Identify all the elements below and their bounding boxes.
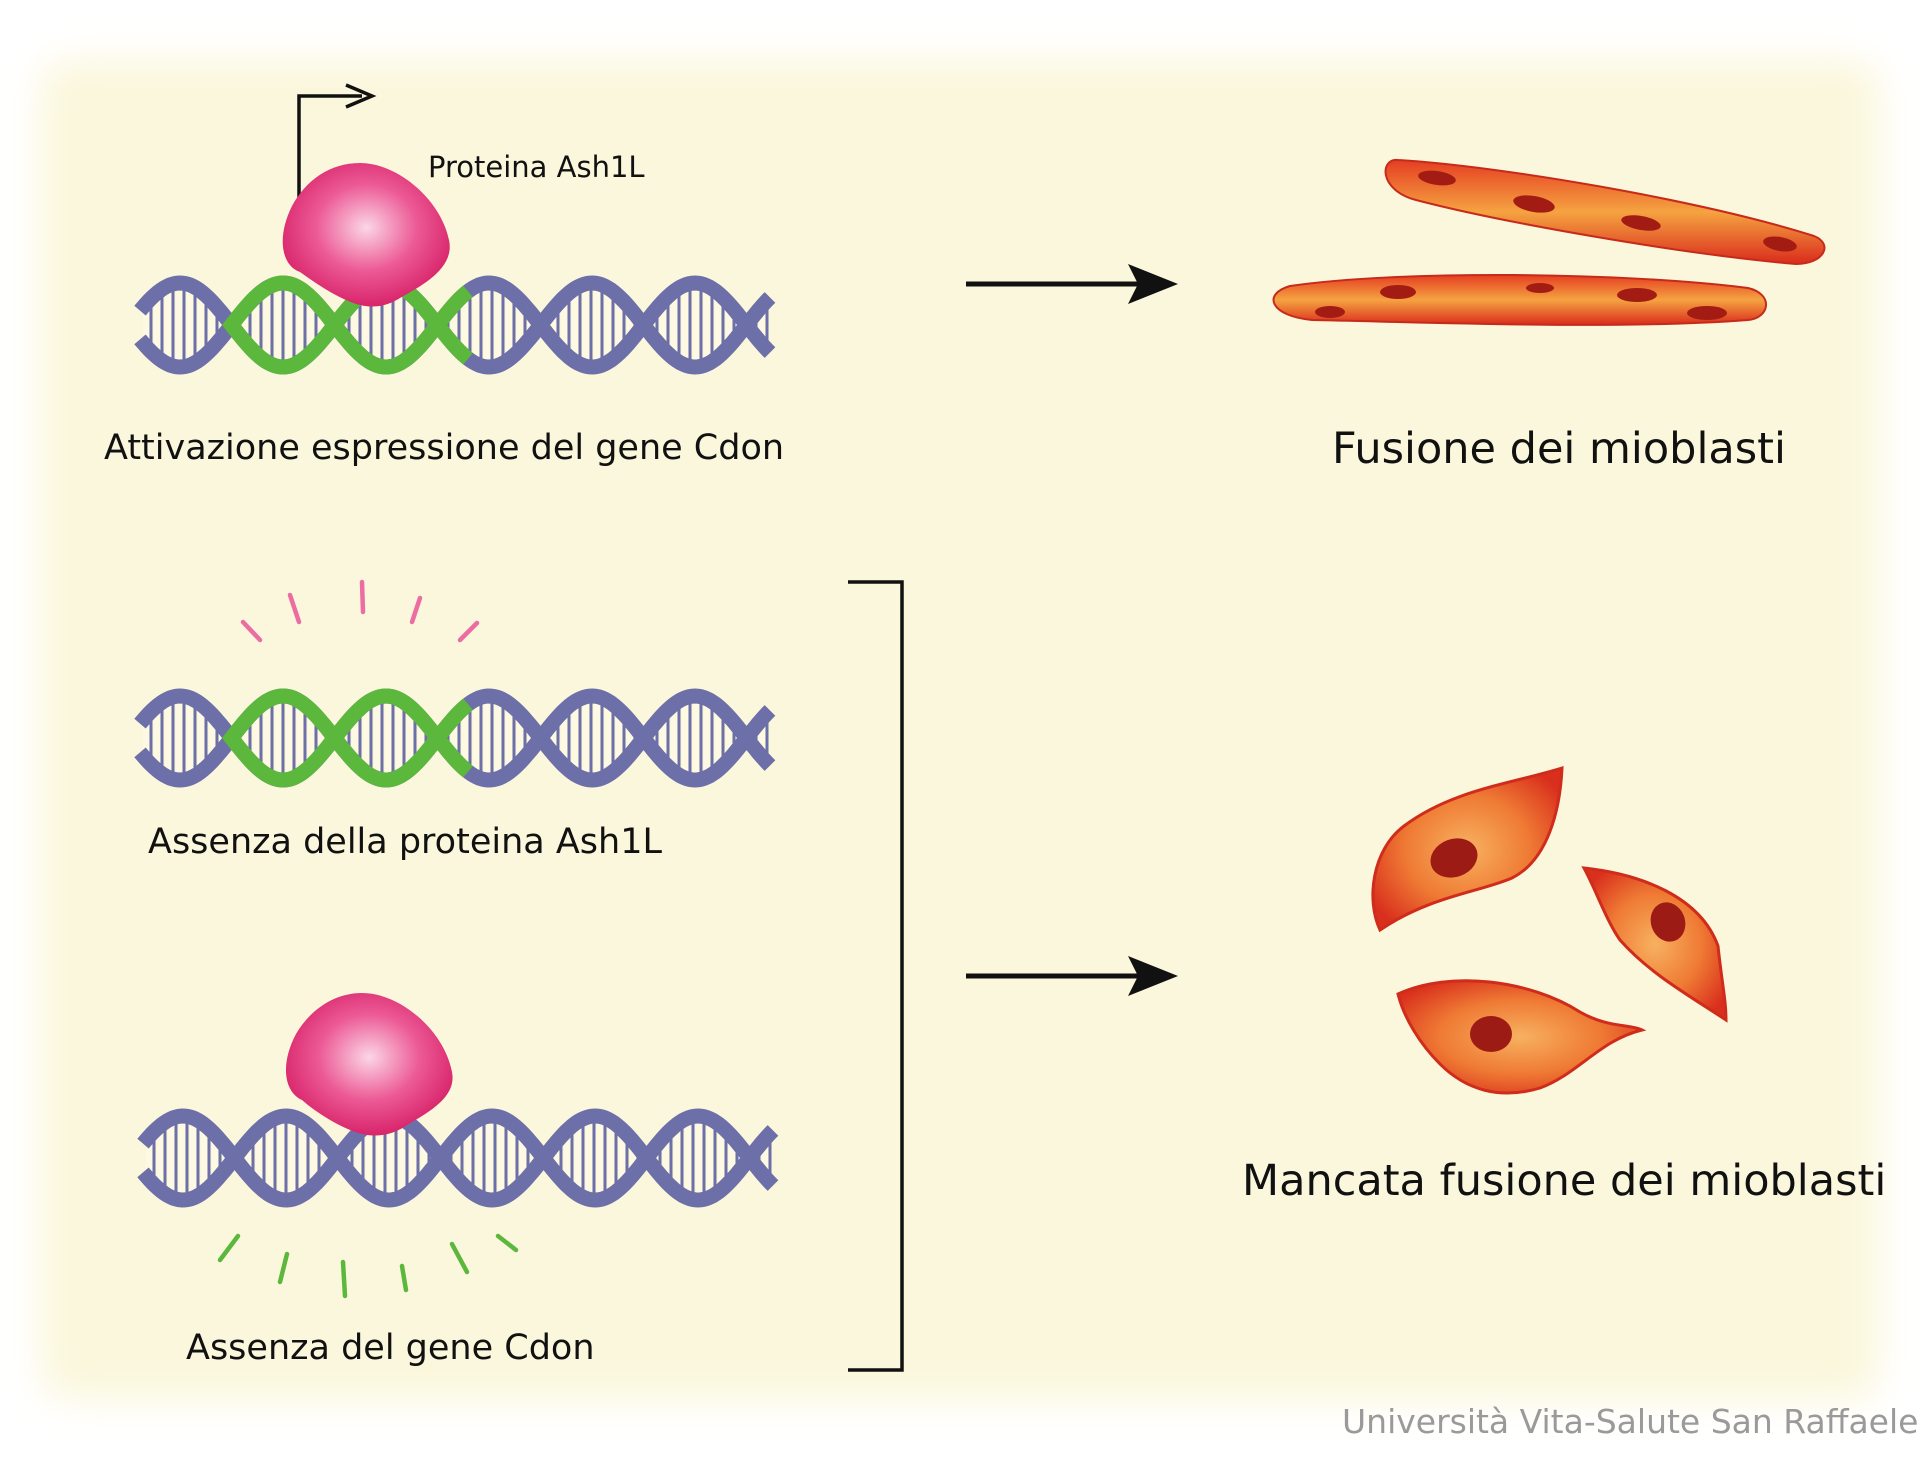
myoblast-cell-icon <box>1581 866 1728 1023</box>
arrow-icon <box>966 956 1178 996</box>
bracket-icon <box>848 580 904 1372</box>
arrow-icon <box>966 264 1178 304</box>
myoblast-cell-icon <box>1396 979 1647 1095</box>
activation-rays-icon <box>240 579 480 643</box>
ash1l-protein-icon <box>285 993 453 1136</box>
credit-label: Università Vita-Salute San Raffaele <box>1342 1402 1919 1441</box>
elongated-myotube-icon <box>1384 158 1826 266</box>
myoblast-cell-icon <box>1371 765 1564 933</box>
background-panel <box>40 60 1880 1400</box>
dna-helix-icon <box>134 275 776 375</box>
dna-helix-icon <box>137 1108 779 1208</box>
repression-rays-icon <box>217 1233 519 1299</box>
elongated-myotube-icon <box>1272 273 1767 326</box>
dna-helix-icon <box>134 688 776 788</box>
absence-gene-label: Assenza del gene Cdon <box>186 1328 595 1368</box>
fusion-label: Fusione dei mioblasti <box>1332 424 1786 474</box>
promoter-arrow-icon <box>297 83 377 200</box>
activation-label: Attivazione espressione del gene Cdon <box>104 428 785 468</box>
protein-label: Proteina Ash1L <box>428 150 645 184</box>
no-fusion-label: Mancata fusione dei mioblasti <box>1242 1156 1887 1206</box>
absence-protein-label: Assenza della proteina Ash1L <box>148 822 662 862</box>
ash1l-protein-icon <box>282 163 450 307</box>
